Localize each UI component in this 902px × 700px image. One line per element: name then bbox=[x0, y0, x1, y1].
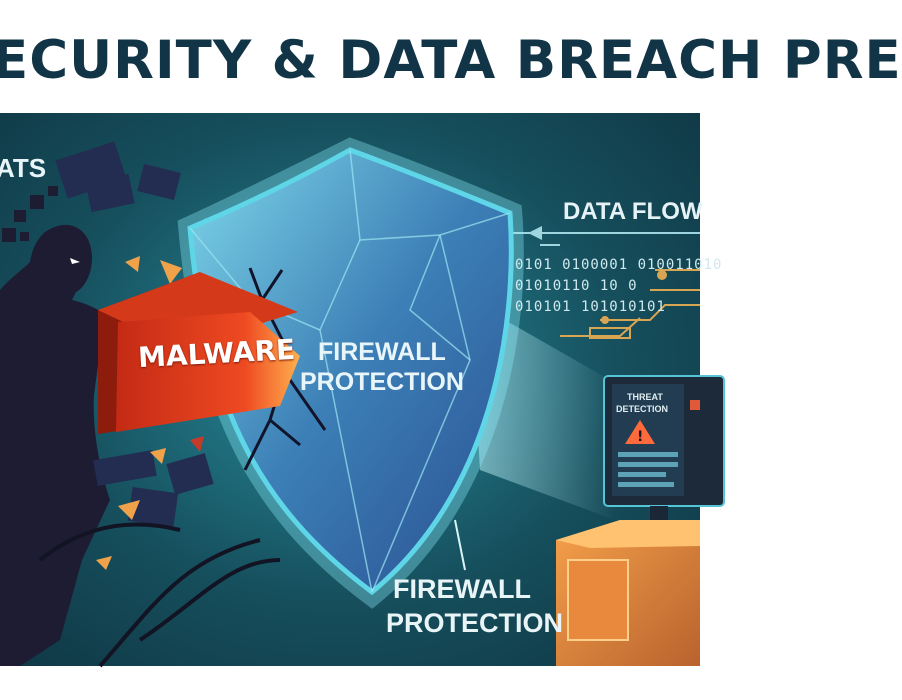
shield-label-line-2: PROTECTION bbox=[300, 368, 464, 396]
shield-label-line-1: FIREWALL bbox=[318, 338, 446, 366]
infographic-page: ECURITY & DATA BREACH PRE bbox=[0, 30, 901, 668]
binary-stream-line: 01010110 10 0 bbox=[515, 278, 638, 294]
threat-detection-line-2: DETECTION bbox=[616, 404, 669, 414]
threats-label: ATS bbox=[0, 153, 47, 183]
shield-facets bbox=[189, 149, 511, 593]
data-flow-circuit bbox=[505, 232, 700, 339]
data-flow-arrow-icon bbox=[528, 226, 542, 240]
shield-glow bbox=[177, 137, 524, 609]
firewall-shield bbox=[187, 147, 514, 596]
binary-stream-line: 010101 101010101 bbox=[515, 299, 666, 315]
caption-pointer-line bbox=[454, 519, 466, 571]
illustration-scene: ! ATS DATA FLOW 0101 0100001 010011010 0… bbox=[0, 113, 725, 668]
thorn-vines bbox=[38, 522, 281, 668]
malware-block bbox=[98, 272, 300, 434]
page-title: ECURITY & DATA BREACH PRE bbox=[0, 30, 901, 92]
threat-detection-line-1: THREAT bbox=[627, 392, 663, 402]
computer-monitor bbox=[603, 375, 725, 532]
binary-stream-line: 0101 0100001 010011010 bbox=[515, 257, 723, 273]
firewall-caption-line-1: FIREWALL bbox=[393, 574, 531, 604]
computer-desk bbox=[556, 520, 700, 666]
warning-triangle-icon: ! bbox=[625, 420, 655, 445]
page-title-text: ECURITY & DATA BREACH PRE bbox=[0, 30, 902, 91]
light-beam bbox=[470, 300, 615, 520]
scene-artwork: ! bbox=[0, 137, 725, 668]
svg-text:!: ! bbox=[637, 429, 643, 445]
data-flow-label: DATA FLOW bbox=[563, 198, 703, 225]
hacker-eye-icon bbox=[70, 258, 80, 264]
firewall-caption-line-2: PROTECTION bbox=[386, 608, 564, 638]
code-fragments bbox=[55, 141, 214, 528]
